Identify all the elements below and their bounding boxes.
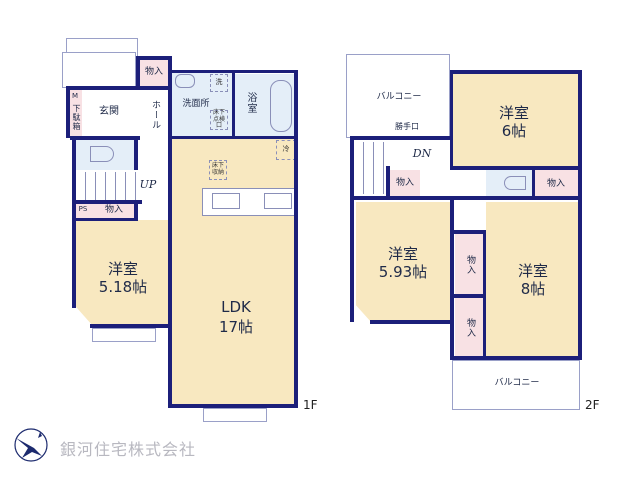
back-door-label: 勝手口 xyxy=(395,122,419,131)
bathtub-icon xyxy=(270,80,292,132)
porch-step xyxy=(62,52,136,88)
underfloor-storage: 床下収納 xyxy=(209,160,227,180)
room-ldk xyxy=(172,138,298,406)
western-8-label: 洋室 xyxy=(517,262,548,280)
floor-label-1f: 1F xyxy=(303,398,318,412)
ps-label: PS xyxy=(78,205,88,213)
shoe-box-label: 下駄箱 xyxy=(72,104,81,131)
bay-window-1f-ldk xyxy=(203,408,267,422)
ldk-label: LDK xyxy=(221,298,251,316)
washer-space: 洗 xyxy=(210,74,228,92)
bird-logo-icon xyxy=(14,428,48,462)
stairs-dn-label: DN xyxy=(412,147,432,160)
balcony-south xyxy=(452,360,580,410)
room-western-6 xyxy=(452,72,580,168)
toilet-icon xyxy=(90,146,114,162)
room-storage-hall-2f xyxy=(390,170,420,196)
western-6-label: 洋室 xyxy=(498,104,529,122)
storage-6-label: 物入 xyxy=(546,179,565,189)
ldk-size: 17帖 xyxy=(218,318,254,336)
storage-mid-lower-label: 物入 xyxy=(465,318,475,338)
shoe-box xyxy=(68,90,82,136)
room-genkan xyxy=(82,90,136,136)
bay-window-1f-west xyxy=(92,328,156,342)
kitchen-counter xyxy=(202,188,296,216)
storage-entrance-label: 物入 xyxy=(144,67,163,77)
western-593-label: 洋室 xyxy=(387,245,418,263)
balcony-south-label: バルコニー xyxy=(494,378,540,388)
room-hall xyxy=(138,90,170,190)
balcony-north-label: バルコニー xyxy=(376,92,422,102)
western-6-size: 6帖 xyxy=(501,122,527,140)
kitchen-sink-icon xyxy=(212,193,240,209)
storage-mid-upper-label: 物入 xyxy=(465,255,475,275)
hall-label: ホール xyxy=(150,100,160,130)
room-storage-mid-upper xyxy=(455,234,483,294)
company-name: 銀河住宅株式会社 xyxy=(60,440,197,459)
bathroom-label: 浴室 xyxy=(245,92,256,114)
stairs-up-label: UP xyxy=(139,178,157,191)
shoe-box-m: M xyxy=(71,92,79,100)
room-western-518 xyxy=(76,220,170,326)
stairs-1f xyxy=(76,172,136,200)
room-washroom xyxy=(172,72,232,136)
western-518-size: 5.18帖 xyxy=(98,278,148,296)
underfloor-inspection: 床下点検口 xyxy=(210,109,228,130)
sink-icon xyxy=(175,74,195,88)
stove-icon xyxy=(264,193,292,209)
floor-label-2f: 2F xyxy=(585,398,600,412)
room-western-593 xyxy=(356,202,450,322)
room-storage-6 xyxy=(534,170,578,198)
fridge-space: 冷 xyxy=(276,140,296,160)
western-8-size: 8帖 xyxy=(520,280,546,298)
western-518-label: 洋室 xyxy=(107,260,138,278)
washroom-label: 洗面所 xyxy=(182,99,210,109)
western-593-size: 5.93帖 xyxy=(378,263,428,281)
balcony-north xyxy=(346,54,450,138)
room-storage-stairs xyxy=(76,204,136,218)
room-storage-entrance xyxy=(140,58,168,88)
storage-hall-2f-label: 物入 xyxy=(395,178,414,188)
toilet-2f-icon xyxy=(504,176,526,190)
genkan-label: 玄関 xyxy=(99,106,119,117)
room-storage-mid-lower xyxy=(455,298,483,356)
stairs-2f xyxy=(354,142,384,194)
room-western-8 xyxy=(486,202,578,356)
storage-stairs-label: 物入 xyxy=(104,205,123,215)
